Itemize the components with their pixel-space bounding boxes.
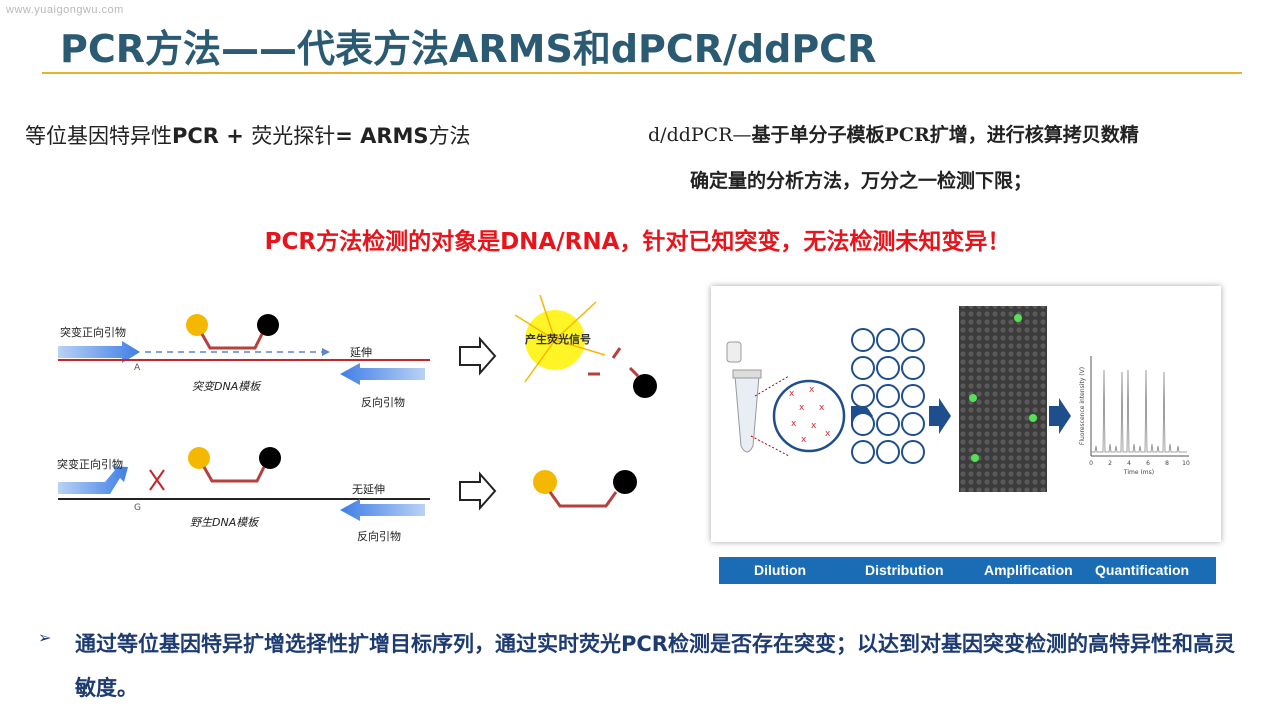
result-arrow-top [459, 336, 497, 376]
x-tick: 0 [1089, 460, 1093, 467]
arms-part-1: 等位基因特异性 [25, 124, 172, 148]
forward-primer-arrow-bottom [58, 466, 128, 494]
svg-text:x: x [811, 421, 817, 431]
sample-tube-icon [726, 341, 762, 453]
zoom-line-2 [750, 435, 790, 457]
forward-primer-arrow-top [58, 341, 140, 363]
step-dilution: Dilution [754, 562, 807, 578]
quantification-plot [1090, 356, 1189, 457]
positive-droplets [969, 314, 1037, 462]
cleaved-probe-fragment-3 [628, 366, 640, 378]
mutant-template-label: 突变DNA模板 [192, 380, 261, 393]
probe-top [200, 333, 264, 350]
cleaved-probe-fragment-2 [611, 347, 622, 359]
plot-y-axis-label: Fluorescence intensity (V) [1079, 367, 1086, 445]
x-tick: 2 [1108, 460, 1112, 467]
quencher-top [257, 314, 279, 336]
bullet-arrow-icon: ➢ [38, 628, 52, 647]
watermark: www.yuaigongwu.com [6, 4, 124, 16]
arms-part-5: 方法 [428, 124, 471, 148]
released-quencher [633, 374, 657, 398]
intact-probe [548, 491, 618, 508]
reverse-primer-arrow-bottom [340, 499, 425, 521]
fluorescence-signal [514, 294, 606, 383]
step-distribution: Distribution [865, 562, 944, 578]
step-quantification: Quantification [1095, 562, 1190, 578]
x-tick: 6 [1146, 460, 1150, 467]
intact-fluorophore [533, 470, 557, 494]
svg-text:x: x [809, 385, 815, 395]
zoom-line-1 [754, 375, 790, 397]
quencher-bottom [259, 447, 281, 469]
reverse-primer-arrow-top [340, 363, 425, 385]
arms-part-3: 荧光探针 [251, 124, 336, 148]
dpcr-definition-line-2: 确定量的分析方法，万分之一检测下限； [690, 170, 1033, 192]
reverse-primer-label-bottom: 反向引物 [357, 530, 401, 543]
workflow-steps-bar: Dilution Distribution Amplification Quan… [719, 557, 1216, 584]
arms-part-4: = ARMS [335, 124, 429, 148]
svg-text:x: x [801, 435, 807, 445]
base-g-label: G [134, 503, 141, 513]
forward-primer-label-bottom: 突变正向引物 [57, 458, 123, 471]
svg-text:x: x [791, 419, 797, 429]
probe-bottom [202, 466, 266, 483]
extend-label: 延伸 [350, 346, 372, 359]
dpcr-lead: d/ddPCR— [648, 124, 752, 146]
fluorophore-top [186, 314, 208, 336]
arms-part-2: PCR + [172, 124, 252, 148]
svg-text:x: x [789, 389, 795, 399]
fluorophore-bottom [188, 447, 210, 469]
dilution-circle [772, 379, 846, 453]
signal-label: 产生荧光信号 [525, 333, 591, 346]
step-amplification: Amplification [984, 562, 1073, 578]
reverse-primer-label-top: 反向引物 [361, 396, 405, 409]
arms-diagram [58, 294, 657, 521]
mismatch-x-2 [149, 469, 165, 491]
dpcr-line-1-text: 基于单分子模板PCR扩增，进行核算拷贝数精 [751, 124, 1139, 146]
wild-template-label: 野生DNA模板 [190, 516, 259, 529]
x-tick: 8 [1165, 460, 1169, 467]
arms-definition: 等位基因特异性PCR + 荧光探针= ARMS方法 [25, 120, 471, 150]
forward-primer-label-top: 突变正向引物 [60, 326, 126, 339]
svg-text:x: x [819, 403, 825, 413]
title-divider [42, 72, 1242, 74]
plot-x-axis-label: Time (ms) [1123, 469, 1154, 476]
result-arrow-bottom [459, 471, 497, 511]
flow-arrow-2 [929, 398, 951, 434]
partition-droplets [851, 328, 925, 464]
summary-text: 通过等位基因特异扩增选择性扩增目标序列，通过实时荧光PCR检测是否存在突变；以达… [75, 632, 1235, 700]
warning-note: PCR方法检测的对象是DNA/RNA，针对已知突变，无法检测未知变异！ [264, 229, 1011, 255]
no-extend-label: 无延伸 [352, 483, 385, 496]
base-a-label: A [134, 363, 141, 373]
x-tick: 4 [1127, 460, 1131, 467]
intact-quencher [613, 470, 637, 494]
dpcr-definition-line-1: d/ddPCR—基于单分子模板PCR扩增，进行核算拷贝数精 [648, 120, 1139, 147]
svg-text:x: x [799, 403, 805, 413]
flow-arrow-3 [1049, 398, 1071, 434]
svg-text:x: x [825, 429, 831, 439]
x-tick: 10 [1182, 460, 1190, 467]
plot-x-ticks: 0 2 4 6 8 10 [1089, 460, 1190, 467]
page-title: PCR方法——代表方法ARMS和dPCR/ddPCR [60, 27, 877, 71]
extension-arrowhead [322, 348, 330, 356]
